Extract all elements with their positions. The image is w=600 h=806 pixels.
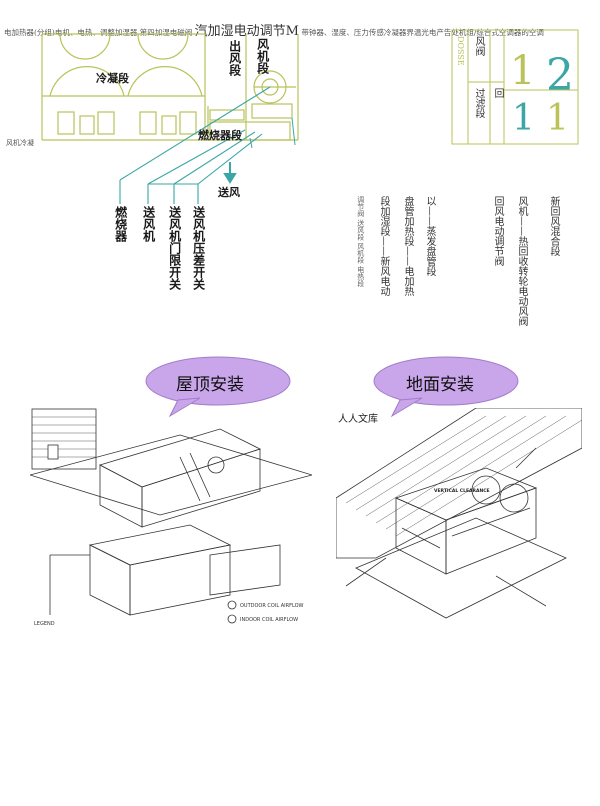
callout-fan-pressure-switch: 送风机压差开关: [191, 206, 206, 290]
vertical-clearance-label: VERTICAL CLEARANCE: [434, 488, 490, 494]
header-small-2: 带钟器、湿度、压力传感冷凝器界温光电产告处机组/综合式空调器的空调: [301, 28, 544, 37]
roof-indoor-coil: INDOOR COIL AIRFLOW: [240, 617, 298, 623]
table-digit-3: 1: [512, 98, 535, 139]
outlet-section-label: 出风段: [227, 40, 242, 76]
mid-col-3: 回风电动调节阀: [492, 196, 503, 266]
table-digit-4: 1: [546, 98, 569, 139]
ground-bubble: [373, 356, 519, 418]
mid-col-7: 调节阀 送风段 风机段 电热段: [356, 196, 365, 287]
roof-install-title: 屋顶安装: [176, 375, 244, 395]
roof-outdoor-coil: OUTDOOR COIL AIRFLOW: [240, 603, 303, 609]
supply-air-label: 送风: [218, 186, 240, 199]
ground-install-drawing: 人人文库 VERTICAL CLEARANCE: [336, 408, 582, 619]
fan-section-label: 风机段: [255, 38, 270, 74]
ground-install-title: 地面安装: [406, 375, 474, 395]
callout-burner: 燃烧器: [113, 206, 128, 242]
mid-col-4: 以——蒸发盘管段: [424, 196, 435, 276]
mid-col-1: 新回风混合段: [548, 196, 559, 256]
roof-install-drawing: LEGEND OUTDOOR COIL AIRFLOW INDOOR COIL …: [30, 408, 312, 627]
header-big: 汽加湿电动调节M: [194, 24, 299, 39]
callout-fan-door-switch: 送风机门限开关: [167, 206, 182, 290]
header-text: 电加热器(分组)电机、电热、调整加湿器,第四加湿电磁阀 汽加湿电动调节M 带钟器…: [4, 20, 596, 39]
mid-col-6: 段加湿段——新风电动: [378, 196, 389, 296]
roof-legend: LEGEND: [34, 621, 55, 627]
table-cell-filter: 过滤段: [473, 88, 484, 118]
small-note: 风机冷凝: [6, 139, 34, 147]
mid-col-5: 盘管加热段——电加热: [402, 196, 413, 296]
ground-watermark: 人人文库: [338, 412, 378, 425]
header-small-1: 电加热器(分组)电机、电热、调整加湿器,第四加湿电磁阀: [4, 28, 193, 37]
table-side-label: DOSSE: [455, 36, 465, 66]
table-digit-1: 1: [510, 48, 536, 94]
table-digit-2: 2: [546, 50, 574, 101]
callout-supply-fan: 送风机: [141, 206, 156, 242]
burner-section-label: 燃烧器段: [198, 129, 242, 142]
table-cell-return: 回: [492, 88, 503, 98]
condense-section-label: 冷凝段: [96, 72, 129, 85]
table-cell-fan: 风阀: [473, 36, 484, 56]
roof-bubble: [145, 356, 291, 418]
mid-col-2: 风机——热回收转轮电动风阀: [516, 196, 527, 326]
